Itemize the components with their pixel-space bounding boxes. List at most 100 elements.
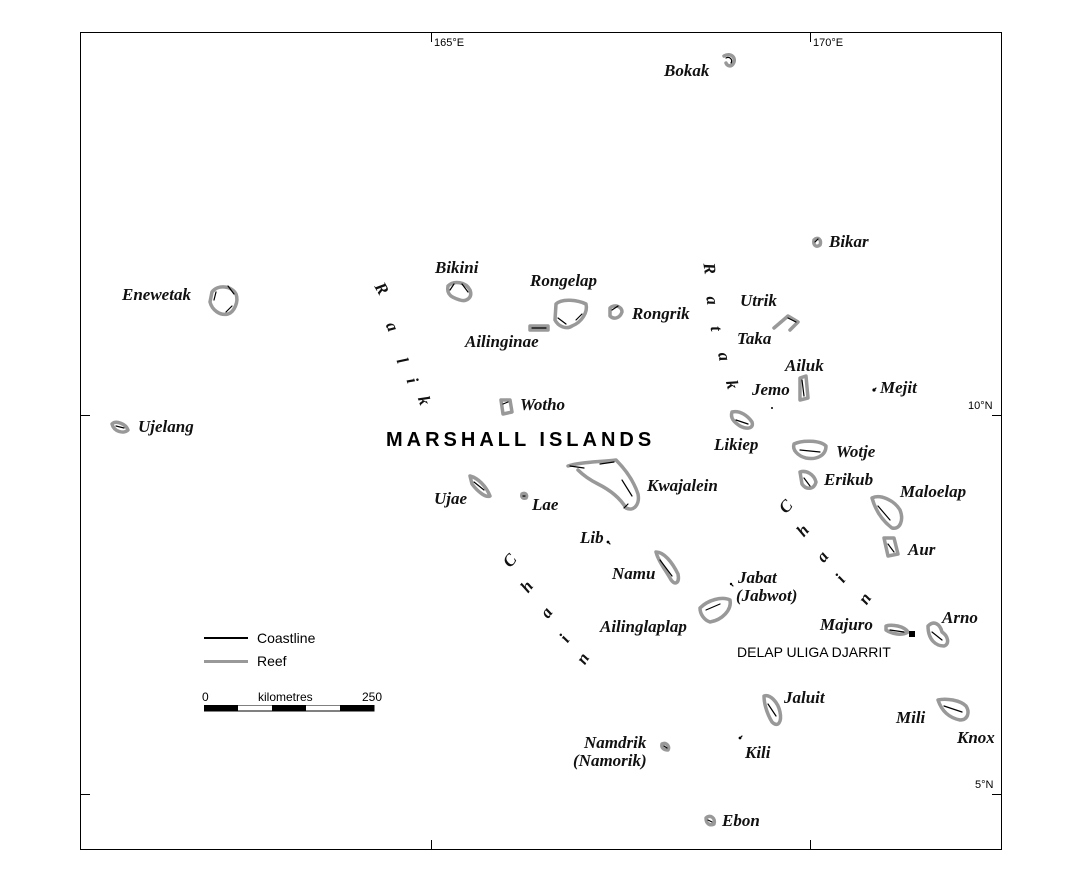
likiep-reef bbox=[729, 409, 755, 430]
reef-outlines bbox=[110, 52, 970, 827]
label-jabwot: (Jabwot) bbox=[736, 586, 798, 605]
label-jemo: Jemo bbox=[752, 380, 790, 399]
ailinglaplap-reef bbox=[698, 596, 732, 624]
label-wotho: Wotho bbox=[520, 395, 566, 414]
scale-start-label: 0 bbox=[202, 690, 209, 704]
rongrik-reef bbox=[608, 304, 624, 320]
ailinginae-reef bbox=[528, 324, 550, 332]
bokak-coast bbox=[725, 56, 733, 64]
label-lae: Lae bbox=[532, 495, 559, 514]
tick-165e-top bbox=[431, 32, 432, 42]
label-kili: Kili bbox=[745, 743, 771, 762]
label-aur: Aur bbox=[908, 540, 936, 559]
scale-end-label: 250 bbox=[362, 690, 383, 704]
jabat-dot bbox=[729, 582, 733, 586]
label-ujae: Ujae bbox=[434, 489, 468, 508]
lib-dot bbox=[606, 540, 610, 544]
arno-coast bbox=[931, 631, 943, 641]
ailuk-coast bbox=[801, 379, 805, 397]
rongrik-coast bbox=[611, 305, 619, 311]
mili-coast bbox=[943, 705, 963, 713]
label-enewetak: Enewetak bbox=[122, 285, 191, 304]
jaluit-reef bbox=[762, 693, 783, 727]
jemo-dot bbox=[771, 407, 773, 409]
tick-170e-top bbox=[810, 32, 811, 42]
label-mili: Mili bbox=[896, 708, 926, 727]
erikub-coast bbox=[803, 477, 811, 487]
label-kwajalein: Kwajalein bbox=[647, 476, 718, 495]
label-jabat: Jabat bbox=[738, 568, 777, 587]
aur-reef bbox=[882, 536, 900, 558]
label-bikar: Bikar bbox=[829, 232, 869, 251]
label-mejit: Mejit bbox=[880, 378, 917, 397]
namu-coast bbox=[659, 559, 673, 577]
label-knox: Knox bbox=[957, 728, 995, 747]
label-ebon: Ebon bbox=[722, 811, 760, 830]
mejit-dot bbox=[872, 388, 876, 392]
tick-165e-bottom bbox=[431, 840, 432, 850]
label-rongrik: Rongrik bbox=[632, 304, 690, 323]
bokak-reef bbox=[722, 52, 737, 68]
map-frame bbox=[80, 32, 1002, 850]
label-erikub: Erikub bbox=[824, 470, 874, 489]
utrik-reef bbox=[772, 314, 800, 332]
capital-label: DELAP ULIGA DJARRIT bbox=[737, 644, 891, 660]
tick-10n-left bbox=[80, 415, 90, 416]
country-label: MARSHALL ISLANDS bbox=[386, 429, 656, 451]
bikar-reef bbox=[812, 236, 823, 248]
label-likiep: Likiep bbox=[714, 435, 759, 454]
label-ailinginae: Ailinginae bbox=[465, 332, 539, 351]
graticule-5n-label: 5°N bbox=[975, 779, 994, 791]
namdrik-coast bbox=[663, 745, 668, 749]
aur-coast bbox=[887, 543, 895, 553]
label-bikini: Bikini bbox=[435, 258, 479, 277]
label-wotje: Wotje bbox=[836, 442, 876, 461]
kwajalein-coast bbox=[569, 461, 633, 509]
ujae-coast bbox=[473, 481, 485, 491]
label-ujelang: Ujelang bbox=[138, 417, 194, 436]
wotje-reef bbox=[791, 439, 828, 461]
graticule-165e-label: 165°E bbox=[434, 37, 465, 49]
arno-reef bbox=[926, 621, 950, 648]
bikini-coast bbox=[449, 283, 469, 293]
kili-dot bbox=[738, 736, 742, 740]
wotho-reef bbox=[499, 398, 514, 416]
bikar-coast bbox=[814, 238, 819, 243]
graticule-10n-label: 10°N bbox=[968, 400, 993, 412]
mili-reef bbox=[936, 697, 970, 722]
rongelap-reef bbox=[553, 298, 589, 330]
tick-5n-right bbox=[992, 794, 1002, 795]
maloelap-reef bbox=[870, 495, 904, 530]
legend-reef-swatch bbox=[204, 660, 248, 663]
jaluit-coast bbox=[767, 703, 777, 717]
tick-170e-bottom bbox=[810, 840, 811, 850]
tick-5n-left bbox=[80, 794, 90, 795]
ujelang-coast bbox=[115, 425, 125, 429]
label-jaluit: Jaluit bbox=[784, 688, 825, 707]
ratak-letter-r: R bbox=[699, 261, 720, 276]
erikub-reef bbox=[798, 469, 818, 490]
namu-reef bbox=[654, 550, 681, 585]
legend-coastline-swatch bbox=[204, 637, 248, 639]
label-taka: Taka bbox=[737, 329, 772, 348]
legend-reef-label: Reef bbox=[257, 653, 287, 669]
coastline-outlines bbox=[115, 56, 963, 823]
label-majuro: Majuro bbox=[820, 615, 873, 634]
label-bokak: Bokak bbox=[664, 61, 710, 80]
wotho-coast bbox=[502, 401, 509, 405]
graticule-170e-label: 170°E bbox=[813, 37, 844, 49]
enewetak-reef bbox=[208, 285, 239, 317]
label-namu: Namu bbox=[612, 564, 656, 583]
ebon-coast bbox=[707, 819, 713, 823]
label-maloelap: Maloelap bbox=[900, 482, 967, 501]
majuro-coast bbox=[889, 629, 905, 633]
ujae-reef bbox=[468, 474, 492, 499]
label-utrik: Utrik bbox=[740, 291, 777, 310]
scale-unit-label: kilometres bbox=[258, 690, 313, 704]
label-ailinglaplap: Ailinglaplap bbox=[600, 617, 687, 636]
label-ailuk: Ailuk bbox=[785, 356, 824, 375]
ailuk-reef bbox=[798, 374, 810, 402]
maloelap-coast bbox=[877, 505, 891, 521]
utrik-coast bbox=[787, 317, 797, 323]
